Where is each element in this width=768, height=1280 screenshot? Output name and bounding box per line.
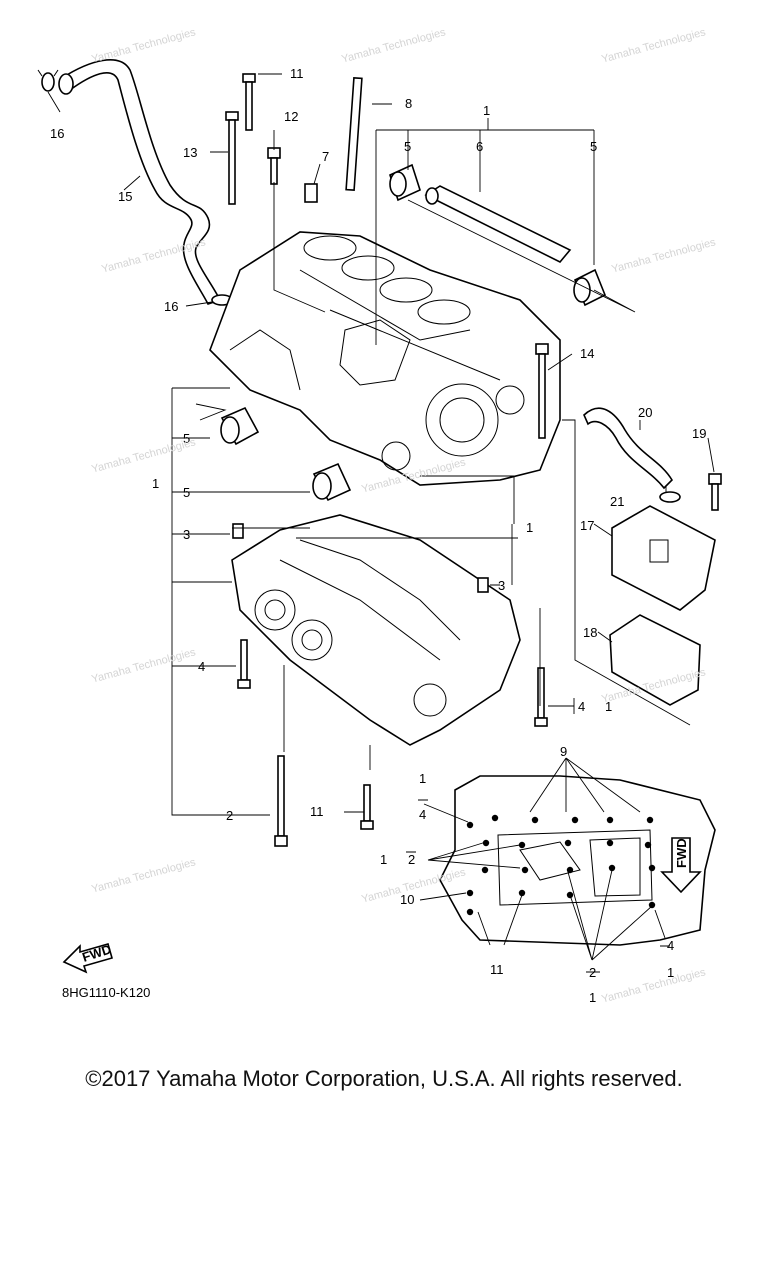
callout-18: 18 [583,625,597,640]
bolt-19 [708,473,722,511]
callout-4-b5: 4 [667,938,674,953]
breather-cover-17 [611,505,716,611]
callout-16-top: 16 [50,126,64,141]
callout-13: 13 [183,145,197,160]
callout-4-left: 4 [198,659,205,674]
callout-11-bottom: 11 [310,804,324,819]
bolt-11-bottom [360,784,374,830]
callout-20: 20 [638,405,652,420]
breather-hose [58,59,222,305]
crankcase-bolt-pattern [439,775,716,946]
stud-bolt-8 [345,77,363,191]
bearing-sleeve-set [389,163,607,307]
callout-9: 9 [560,744,567,759]
dowel-pin-right [477,577,489,593]
callout-1-b5: 1 [667,965,674,980]
hose-clamp-top [37,69,59,92]
callout-5-a: 5 [404,139,411,154]
bolt-12 [267,147,281,185]
callout-1-right: 1 [526,520,533,535]
bushing-left-upper [220,406,260,446]
callout-1-b4: 1 [589,990,596,1005]
fwd-arrow-left: FWD [62,941,113,974]
leader-lines [47,73,715,973]
fwd-arrow-right: FWD [660,837,702,894]
callout-15: 15 [118,189,132,204]
callout-11-b3: 11 [490,962,504,977]
callout-2-b4: 2 [589,965,596,980]
callout-5-left-1: 5 [183,431,190,446]
callout-1-left: 1 [152,476,159,491]
callout-11-top: 11 [290,66,304,81]
callout-3-left: 3 [183,527,190,542]
callout-4-right: 4 [578,699,585,714]
breather-hose-20 [583,407,674,490]
callout-5-b: 5 [590,139,597,154]
diagram-code: 8HG1110-K120 [62,985,151,1000]
callout-4-b1: 4 [419,807,426,822]
callout-numbers: 1 5 6 5 8 11 12 13 7 16 15 16 14 20 19 2… [50,66,706,1005]
copyright-notice: ©2017 Yamaha Motor Corporation, U.S.A. A… [85,1066,683,1091]
dowel-pin-left [232,523,244,539]
clamp-21 [659,491,681,503]
callout-7: 7 [322,149,329,164]
callout-1-r4: 1 [605,699,612,714]
bolt-13 [225,111,239,205]
callout-12: 12 [284,109,298,124]
callout-5-left-2: 5 [183,485,190,500]
dowel-pin-7 [304,183,318,203]
bolt-11-top [242,73,256,131]
crankcase-lower [231,514,521,746]
callout-1-b2: 1 [380,852,387,867]
bolt-14 [535,343,549,439]
gasket-18 [609,614,701,706]
crankcase-upper [209,231,561,486]
callout-3-right: 3 [498,578,505,593]
fwd-label-right: FWD [674,838,689,868]
callout-2-left: 2 [226,808,233,823]
callout-1-b1: 1 [419,771,426,786]
bushing-left-lower [312,462,352,502]
callout-19: 19 [692,426,706,441]
callout-21: 21 [610,494,624,509]
callout-16-mid: 16 [164,299,178,314]
callout-1-top: 1 [483,103,490,118]
bolt-4-left [237,639,251,689]
bolt-2 [274,755,288,847]
callout-10: 10 [400,892,414,907]
callout-6: 6 [476,139,483,154]
bolt-4-right [534,667,548,727]
callout-2-b2: 2 [408,852,415,867]
callout-8: 8 [405,96,412,111]
callout-17: 17 [580,518,594,533]
exploded-parts-diagram: FWD FWD 1 5 6 5 8 11 12 13 [37,59,722,1005]
callout-14: 14 [580,346,594,361]
